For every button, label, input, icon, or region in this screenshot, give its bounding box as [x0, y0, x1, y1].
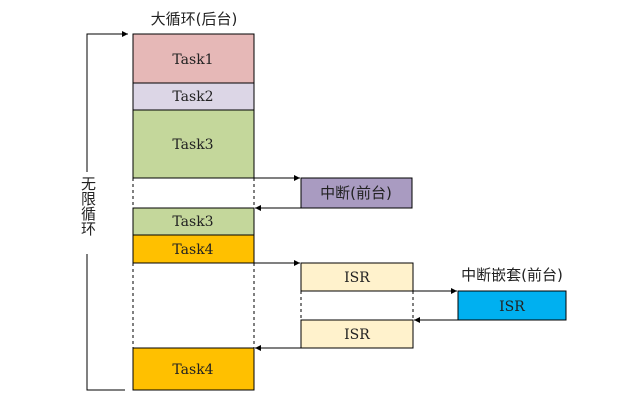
task4-label: Task4 [172, 242, 213, 258]
isr-label: ISR [344, 270, 370, 286]
task4-block [132, 234, 255, 264]
interrupt-label: 中断(前台) [320, 184, 392, 202]
gap-dashed-1 [132, 178, 255, 208]
title: 大循环(后台) [151, 10, 238, 28]
task3-label: Task3 [172, 137, 213, 153]
isr-resume-block [300, 319, 414, 349]
isr-block [300, 262, 414, 292]
nested-isr-label: ISR [499, 299, 525, 315]
task4-resume-block [132, 347, 255, 391]
task1-label: Task1 [172, 52, 213, 68]
nested-label: 中断嵌套(前台) [461, 266, 563, 284]
task1-block [132, 33, 255, 84]
interrupt-block [300, 177, 413, 209]
isr-resume-label: ISR [344, 327, 370, 343]
isr-gap-dashed [300, 291, 414, 320]
loop-label: 无限循环 [79, 176, 97, 236]
task3-resume-block [132, 207, 255, 236]
task3-block [132, 109, 255, 179]
loop-bracket [80, 31, 128, 391]
task3-resume-label: Task3 [172, 214, 213, 230]
task4-resume-label: Task4 [172, 362, 213, 378]
task2-label: Task2 [172, 89, 213, 105]
gap-dashed-2 [132, 263, 255, 348]
nested-isr-block [457, 290, 567, 321]
